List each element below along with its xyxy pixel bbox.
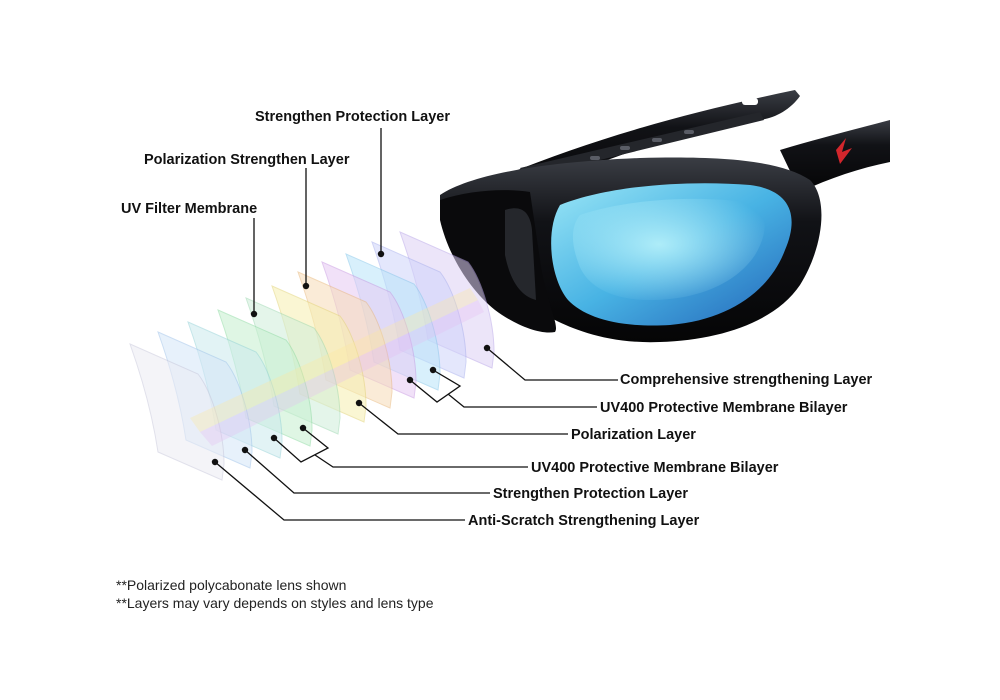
leader-dot [406,376,414,384]
label-polarization-strengthen: Polarization Strengthen Layer [144,152,350,168]
lens-layers [100,231,495,510]
leader-dot [250,310,258,318]
sunglasses-illustration [440,90,890,343]
label-strengthen-protection-top: Strengthen Protection Layer [255,109,450,125]
layer-labels: Strengthen Protection Layer Polarization… [121,109,873,529]
leader-dot [211,458,219,466]
footnotes: **Polarized polycabonate lens shown **La… [116,576,434,612]
leader-line [244,449,490,494]
label-strengthen-protection-bottom: Strengthen Protection Layer [493,486,688,502]
label-polarization-layer: Polarization Layer [571,427,696,443]
label-anti-scratch: Anti-Scratch Strengthening Layer [468,513,700,529]
frame-hinge [780,120,890,192]
layer-shape [129,343,225,481]
leader-lines [211,128,618,521]
leader-line [447,393,597,408]
leader-dot [241,446,249,454]
footnote-lens: **Polarized polycabonate lens shown [116,577,347,593]
footnote-layers: **Layers may vary depends on styles and … [116,595,434,611]
label-uv400-bilayer-outer: UV400 Protective Membrane Bilayer [600,400,848,416]
leader-dot [270,434,278,442]
leader-dot [355,399,363,407]
brand-logo [836,138,852,164]
leader-dot [429,366,437,374]
label-comprehensive-strengthening: Comprehensive strengthening Layer [620,372,873,388]
leader-line [273,427,330,463]
leader-line [486,347,618,381]
leader-dot [299,424,307,432]
leader-line [314,454,528,468]
leader-dot [302,282,310,290]
leader-line [214,461,465,521]
leader-dot [483,344,491,352]
leader-line [358,402,568,435]
label-uv400-bilayer-inner: UV400 Protective Membrane Bilayer [531,460,779,476]
leader-dot [377,250,385,258]
label-uv-filter-membrane: UV Filter Membrane [121,201,257,217]
